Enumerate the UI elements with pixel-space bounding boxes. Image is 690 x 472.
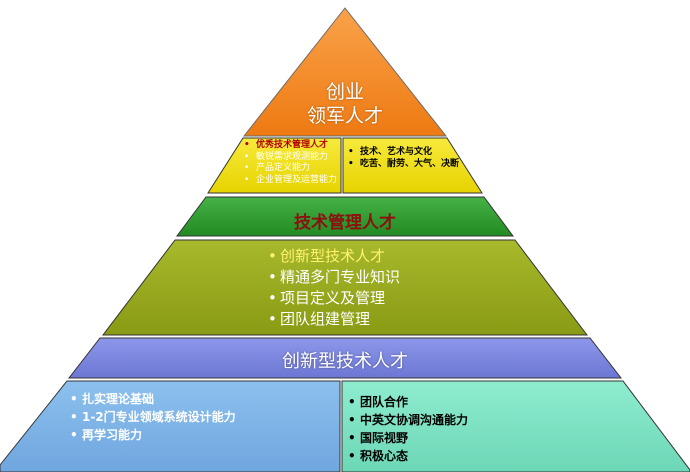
list-item: 1-2门专业领域系统设计能力: [70, 408, 236, 426]
management-band-title: 技术管理人才: [294, 213, 396, 233]
list-item: 产品定义能力: [244, 163, 337, 175]
list-item: 扎实理论基础: [70, 390, 236, 408]
management-band: [176, 196, 514, 237]
list-item: 敏锐需求观测能力: [244, 152, 337, 164]
list-item: 精通多门专业知识: [268, 267, 400, 288]
apex-title-line1: 创业: [325, 81, 364, 103]
list-item: 企业管理及运营能力: [244, 175, 337, 187]
apex-title-line2: 领军人才: [306, 105, 383, 127]
list-item: 吃苦、耐劳、大气、决断: [348, 158, 459, 170]
apex-triangle: [242, 7, 448, 137]
list-item: 团队组建管理: [268, 309, 400, 330]
list-item: 再学习能力: [70, 426, 236, 444]
bottom-right-list: 团队合作 中英文协调沟通能力 国际视野 积极心态: [348, 393, 468, 465]
bottom-left-list: 扎实理论基础 1-2门专业领域系统设计能力 再学习能力: [70, 390, 236, 444]
list-item: 国际视野: [348, 429, 468, 447]
olive-band-list: 创新型技术人才 精通多门专业知识 项目定义及管理 团队组建管理: [268, 246, 400, 330]
yellow-left-list: 优秀技术管理人才 敏锐需求观测能力 产品定义能力 企业管理及运营能力: [244, 140, 337, 186]
list-item: 中英文协调沟通能力: [348, 411, 468, 429]
list-item: 技术、艺术与文化: [348, 146, 459, 158]
yellow-right-list: 技术、艺术与文化 吃苦、耐劳、大气、决断: [348, 146, 459, 170]
list-item: 团队合作: [348, 393, 468, 411]
list-item: 创新型技术人才: [268, 246, 400, 267]
list-item: 项目定义及管理: [268, 288, 400, 309]
innovation-band: [67, 337, 623, 379]
list-item: 积极心态: [348, 447, 468, 465]
innovation-band-title: 创新型技术人才: [282, 351, 408, 372]
list-item: 优秀技术管理人才: [244, 140, 337, 152]
